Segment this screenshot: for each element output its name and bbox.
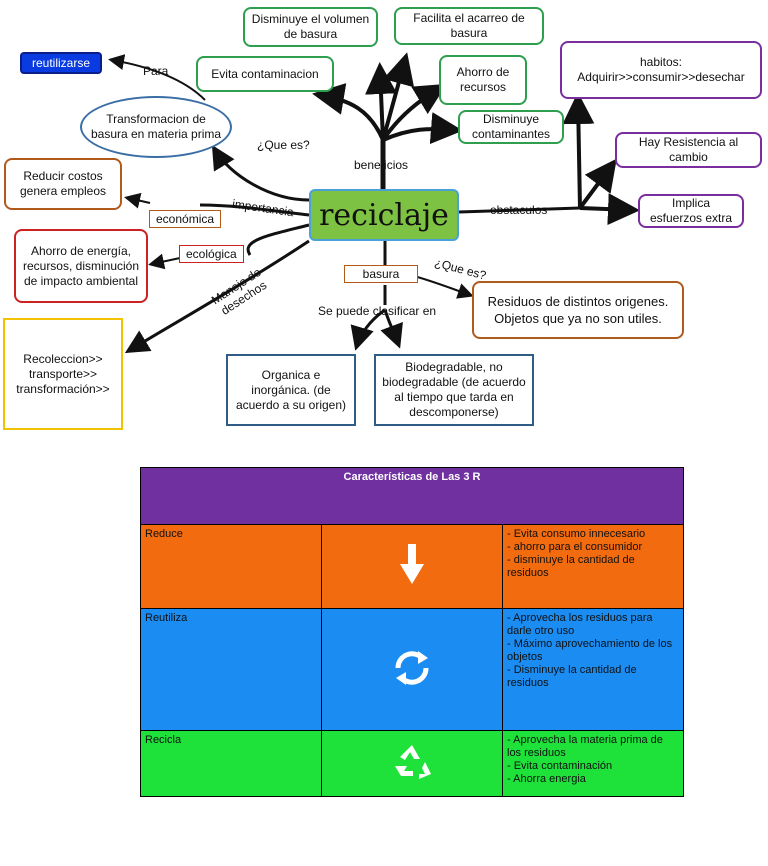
table-title: Características de Las 3 R	[140, 467, 684, 525]
node-transformacion: Transformacion de basura en materia prim…	[80, 96, 232, 158]
node-evita-contaminacion: Evita contaminacion	[196, 56, 334, 92]
node-esfuerzos: Implica esfuerzos extra	[638, 194, 744, 228]
node-reutilizarse: reutilizarse	[20, 52, 102, 74]
row-name: Recicla	[140, 730, 322, 797]
refresh-icon	[321, 608, 503, 731]
row-name: Reutiliza	[140, 608, 322, 731]
label-obstaculos: obstaculos	[490, 203, 548, 217]
label-beneficios: beneficios	[354, 158, 409, 172]
node-ahorro-recursos: Ahorro de recursos	[439, 55, 527, 105]
row-items: - Evita consumo innecesario - ahorro par…	[502, 524, 684, 609]
tag-basura: basura	[344, 265, 418, 283]
node-habitos: habitos: Adquirir>>consumir>>desechar	[560, 41, 762, 99]
table-row: Recicla - Aprovecha la materia prima de …	[140, 730, 684, 797]
table-row: Reduce - Evita consumo innecesario - aho…	[140, 524, 684, 609]
label-que-es-1: ¿Que es?	[257, 138, 310, 152]
row-name: Reduce	[140, 524, 322, 609]
node-organica: Organica e inorgánica. (de acuerdo a su …	[226, 354, 356, 426]
node-resistencia: Hay Resistencia al cambio	[615, 132, 762, 168]
tag-ecologica: ecológica	[179, 245, 244, 263]
node-disminuye-contaminantes: Disminuye contaminantes	[458, 110, 564, 144]
node-biodegradable: Biodegradable, no biodegradable (de acue…	[374, 354, 534, 426]
row-items: - Aprovecha la materia prima de los resi…	[502, 730, 684, 797]
node-recoleccion: Recoleccion>> transporte>> transformació…	[3, 318, 123, 430]
node-residuos: Residuos de distintos origenes. Objetos …	[472, 281, 684, 339]
node-ahorro-energia: Ahorro de energía, recursos, disminución…	[14, 229, 148, 303]
recycle-icon	[321, 730, 503, 797]
node-facilita-acarreo: Facilita el acarreo de basura	[394, 7, 544, 45]
label-para: Para	[143, 64, 169, 78]
three-r-table: Características de Las 3 R Reduce - Evit…	[140, 467, 684, 797]
label-clasificar: Se puede clasificar en	[318, 304, 437, 318]
node-reducir-costos: Reducir costos genera empleos	[4, 158, 122, 210]
tag-economica: económica	[149, 210, 222, 228]
row-items: - Aprovecha los residuos para darle otro…	[502, 608, 684, 731]
table-row: Reutiliza - Aprovecha los residuos para …	[140, 608, 684, 731]
down-arrow-icon	[321, 524, 503, 609]
node-disminuye-volumen: Disminuye el volumen de basura	[243, 7, 378, 47]
central-node: reciclaje	[309, 189, 459, 241]
